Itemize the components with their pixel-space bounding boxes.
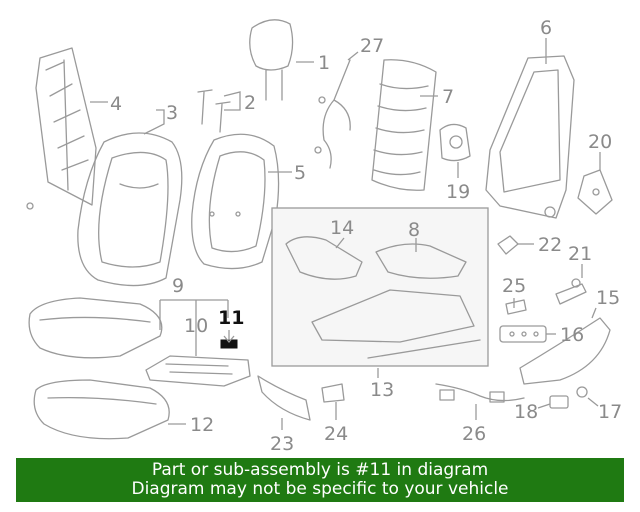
callout-5: 5 (294, 162, 306, 184)
callout-24: 24 (324, 423, 348, 445)
part-7-lumbar (371, 59, 437, 191)
callout-15: 15 (596, 287, 620, 309)
callout-16: 16 (560, 324, 584, 346)
part-6-frame (485, 55, 575, 219)
callout-8: 8 (408, 219, 420, 241)
callout-7: 7 (442, 86, 454, 108)
part-3-seatback-cover (77, 132, 183, 287)
part-1-headrest (249, 19, 294, 101)
part-23-trim (257, 375, 311, 421)
part-25-plate (505, 299, 527, 315)
part-9-cushion-cover (28, 297, 163, 359)
callout-20: 20 (588, 131, 612, 153)
callout-11-highlighted: 11 (218, 307, 244, 329)
part-10-heater-pad (145, 355, 251, 387)
part-15-shield (519, 317, 611, 385)
callout-4: 4 (110, 93, 122, 115)
callout-23: 23 (270, 433, 294, 455)
part-2-guides (197, 89, 231, 133)
part-14-pan (285, 236, 363, 280)
callout-17: 17 (598, 401, 622, 423)
callout-1: 1 (318, 52, 330, 74)
info-banner: Part or sub-assembly is #11 in diagram D… (16, 458, 624, 502)
leader-lines (90, 38, 601, 430)
callout-3: 3 (166, 102, 178, 124)
callout-2: 2 (244, 92, 256, 114)
part-4-panel (26, 47, 97, 210)
callout-26: 26 (462, 423, 486, 445)
callout-6: 6 (540, 17, 552, 39)
part-20-bracket (577, 169, 613, 215)
part-18-knob (549, 395, 569, 409)
callout-9: 9 (172, 275, 184, 297)
part-19-motor (439, 123, 471, 162)
callout-13: 13 (370, 379, 394, 401)
callout-labels: 1 2 3 4 5 6 7 8 9 10 11 12 13 14 15 16 1… (110, 17, 622, 455)
callout-10: 10 (184, 315, 208, 337)
banner-line-2: Diagram may not be specific to your vehi… (131, 479, 509, 499)
callout-19: 19 (446, 181, 470, 203)
callout-25: 25 (502, 275, 526, 297)
part-12-cushion-pad (33, 379, 170, 440)
part-21-knob (555, 278, 587, 305)
inset-box (271, 207, 489, 367)
callout-27: 27 (360, 35, 384, 57)
callout-18: 18 (514, 401, 538, 423)
part-5-seatback-pad (191, 133, 280, 270)
callout-21: 21 (568, 243, 592, 265)
callout-22: 22 (538, 234, 562, 256)
part-24-cover (321, 383, 345, 403)
part-13-track (311, 289, 475, 343)
callout-12: 12 (190, 414, 214, 436)
part-17-knob (576, 386, 588, 398)
part-26-harness (435, 383, 525, 403)
part-27-harness (314, 59, 351, 169)
part-16-switch (499, 325, 547, 343)
callout-14: 14 (330, 217, 354, 239)
part-8-springs (375, 243, 467, 279)
banner-line-1: Part or sub-assembly is #11 in diagram (151, 460, 489, 480)
part-22-clip (497, 235, 519, 255)
